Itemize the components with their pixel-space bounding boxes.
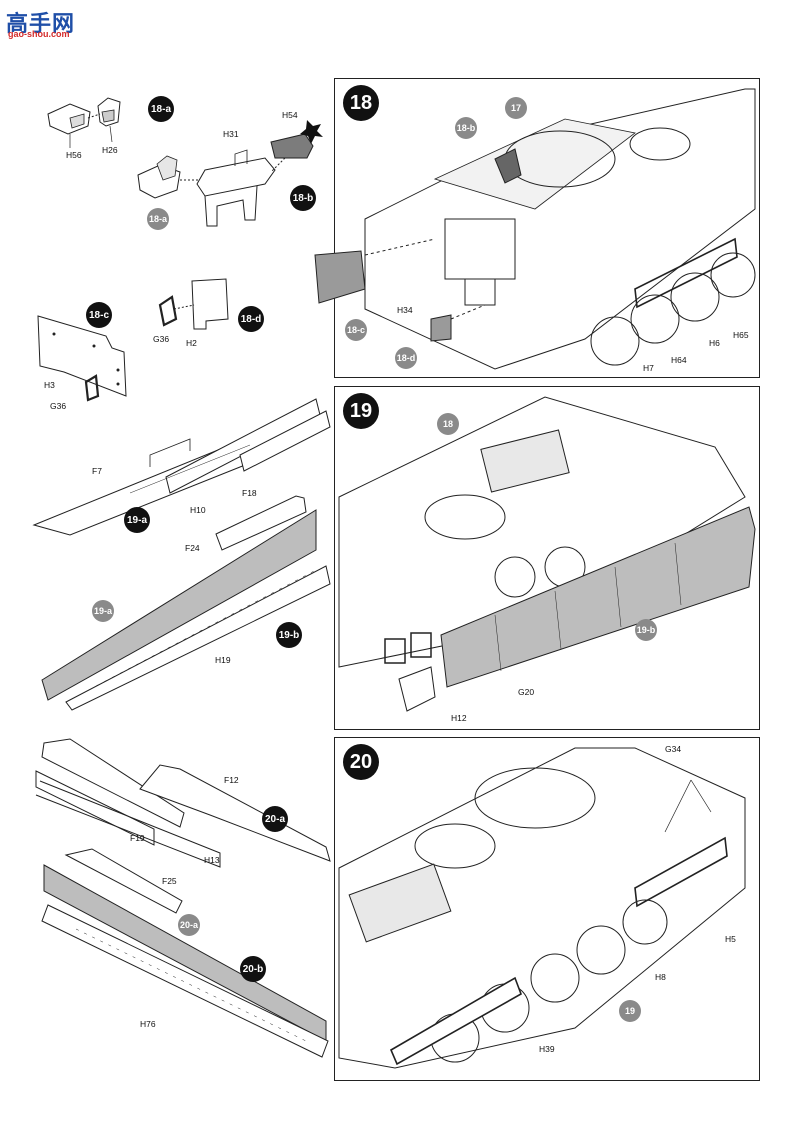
badge-20b: 20-b [240,956,266,982]
step-19-ref-19b: 19-b [635,619,657,641]
logo-text: 高手网 [6,12,76,37]
label-g36-c: G36 [50,401,67,411]
badge-18d: 18-d [238,306,264,332]
label-h6: H6 [709,338,720,348]
label-g36-d: G36 [153,334,170,344]
label-f18: F18 [242,488,257,498]
badge-18a: 18-a [148,96,174,122]
label-h13: H13 [204,855,220,865]
step-18-ref-18c: 18-c [345,319,367,341]
subassembly-19b-drawing [41,495,331,711]
step-19-number: 19 [343,393,379,429]
step-20-ref-19: 19 [619,1000,641,1022]
label-f12: F12 [224,775,239,785]
badge-20b-ref-20a: 20-a [178,914,200,936]
label-f25: F25 [162,876,177,886]
subassembly-18b-drawing [137,120,323,227]
step-19-tank-drawing [338,396,756,712]
step-20-tank-drawing [338,747,746,1069]
subassembly-20a-drawing [35,738,331,868]
label-h10: H10 [190,505,206,515]
label-h54: H54 [282,110,298,120]
star-badge-20: 20 [311,114,318,120]
label-h64: H64 [671,355,687,365]
label-h56: H56 [66,150,82,160]
label-h19: H19 [215,655,231,665]
label-h7: H7 [643,363,654,373]
subassembly-20b-drawing [41,848,329,1058]
badge-19b: 19-b [276,622,302,648]
step-18-ref-18d: 18-d [395,347,417,369]
label-h8: H8 [655,972,666,982]
badge-18c: 18-c [86,302,112,328]
subassembly-18d-drawing [158,278,229,330]
label-h76: H76 [140,1019,156,1029]
label-h26: H26 [102,145,118,155]
step-19-panel: 19 18 19-b G20 H12 [334,386,760,730]
subassembly-18c-drawing [37,315,127,402]
label-f24: F24 [185,543,200,553]
badge-19a: 19-a [124,507,150,533]
label-g20: G20 [518,687,535,697]
badge-18b-ref-18a: 18-a [147,208,169,230]
subassembly-18a-drawing [47,97,121,148]
step-19-ref-18: 18 [437,413,459,435]
site-logo: 高手网 gao-shou.com [6,6,96,40]
step-18-ref-18b: 18-b [455,117,477,139]
step-18-number: 18 [343,85,379,121]
label-h34: H34 [397,305,413,315]
label-g34: G34 [665,744,682,754]
label-h65: H65 [733,330,749,340]
step-18-tank-drawing [314,88,756,370]
label-h12: H12 [451,713,467,723]
step-20-panel: 20 19 G34 H5 H8 H39 [334,737,760,1081]
step-20-number: 20 [343,744,379,780]
label-h5: H5 [725,934,736,944]
badge-19b-ref-19a: 19-a [92,600,114,622]
step-18-ref-17: 17 [505,97,527,119]
step-18-panel: 18 17 18-b 18-c 18-d H34 H64 H6 H65 H7 [314,78,760,378]
label-f7: F7 [92,466,102,476]
logo-url: gao-shou.com [8,29,70,39]
label-f19: F19 [130,833,145,843]
label-h39: H39 [539,1044,555,1054]
label-h31: H31 [223,129,239,139]
badge-20a: 20-a [262,806,288,832]
label-h2: H2 [186,338,197,348]
label-h3: H3 [44,380,55,390]
badge-18b: 18-b [290,185,316,211]
subassembly-19a-drawing [32,398,331,536]
